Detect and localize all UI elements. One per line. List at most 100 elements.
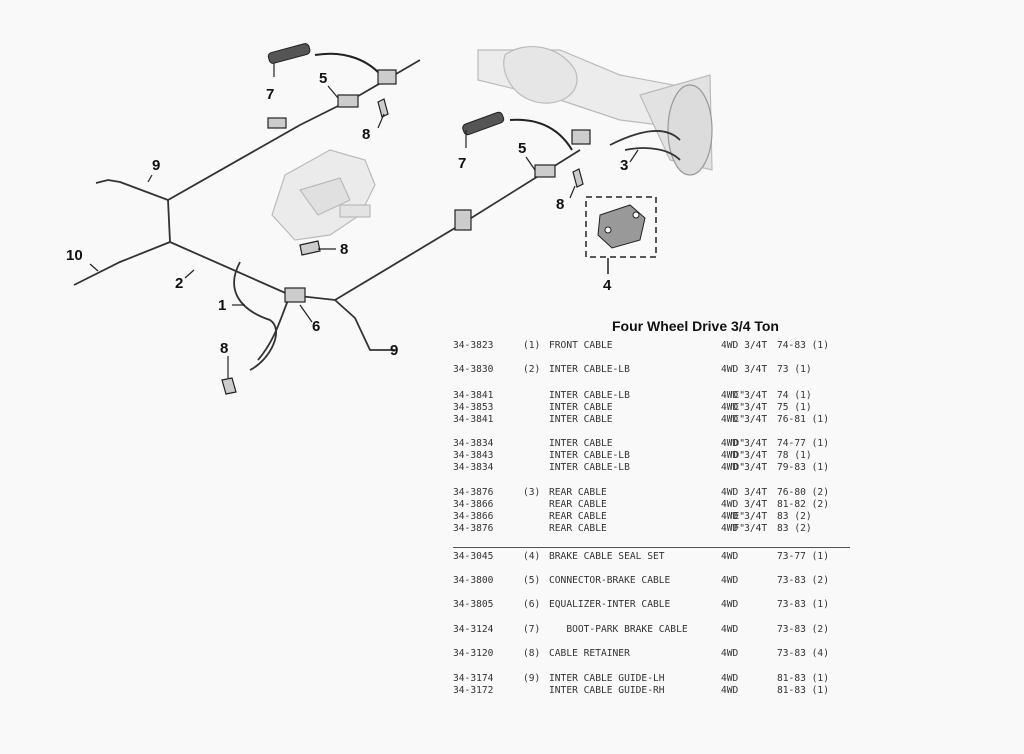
parts-cell-desc: INTER CABLE-LB xyxy=(549,450,630,461)
parts-cell-app: 4WD 3/4T xyxy=(721,499,768,510)
parts-cell-idx: (8) xyxy=(523,648,541,659)
parts-cell-idx: (2) xyxy=(523,364,541,375)
callout-5: 5 xyxy=(319,70,328,87)
cable-lines xyxy=(73,59,681,371)
parts-cell-years: 76-81 (1) xyxy=(777,414,829,425)
parts-cell-part: 34-3866 xyxy=(453,499,494,510)
parts-cell-app: 4WD xyxy=(721,685,739,696)
parts-cell-part: 34-3172 xyxy=(453,685,494,696)
parts-cell-code: "D" xyxy=(727,462,745,473)
parts-cell-idx: (9) xyxy=(523,673,541,684)
parts-cell-app: 4WD 3/4T xyxy=(721,402,768,413)
parts-cell-desc: INTER CABLE xyxy=(549,414,613,425)
callout-8-center: 8 xyxy=(340,241,349,258)
parts-cell-idx: (7) xyxy=(523,624,541,635)
parts-cell-part: 34-3834 xyxy=(453,462,494,473)
parts-cell-app: 4WD 3/4T xyxy=(721,511,768,522)
pedal-bracket xyxy=(271,149,376,241)
parts-cell-part: 34-3805 xyxy=(453,599,494,610)
callout-5-right: 5 xyxy=(518,140,527,157)
callout-1: 1 xyxy=(218,297,227,314)
parts-cell-code: "D" xyxy=(727,438,745,449)
parts-cell-desc: BOOT-PARK BRAKE CABLE xyxy=(549,624,688,635)
parts-cell-app: 4WD xyxy=(721,599,739,610)
parts-cell-part: 34-3834 xyxy=(453,438,494,449)
parts-cell-app: 4WD 3/4T xyxy=(721,487,768,498)
callout-8: 8 xyxy=(362,126,371,143)
parts-cell-years: 73 (1) xyxy=(777,364,812,375)
parts-cell-years: 73-83 (2) xyxy=(777,575,829,586)
parts-cell-years: 76-80 (2) xyxy=(777,487,829,498)
parts-cell-desc: INTER CABLE-LB xyxy=(549,462,630,473)
parts-cell-part: 34-3124 xyxy=(453,624,494,635)
callout-8-lower: 8 xyxy=(220,340,229,357)
parts-cell-years: 78 (1) xyxy=(777,450,812,461)
parts-cell-idx: (4) xyxy=(523,551,541,562)
parts-cell-app: 4WD xyxy=(721,624,739,635)
callout-9-right: 9 xyxy=(390,342,399,359)
parts-cell-desc: INTER CABLE-LB xyxy=(549,364,630,375)
parts-cell-app: 4WD 3/4T xyxy=(721,438,768,449)
parts-cell-desc: REAR CABLE xyxy=(549,511,607,522)
parts-cell-desc: FRONT CABLE xyxy=(549,340,613,351)
parts-cell-years: 74 (1) xyxy=(777,390,812,401)
parts-cell-app: 4WD xyxy=(721,575,739,586)
parts-cell-idx: (6) xyxy=(523,599,541,610)
parts-cell-app: 4WD 3/4T xyxy=(721,450,768,461)
parts-cell-app: 4WD xyxy=(721,648,739,659)
callout-4: 4 xyxy=(603,277,612,294)
parts-cell-app: 4WD 3/4T xyxy=(721,364,768,375)
parts-cell-desc: INTER CABLE GUIDE-RH xyxy=(549,685,665,696)
parts-cell-app: 4WD 3/4T xyxy=(721,414,768,425)
connector-and-retainer-parts xyxy=(221,69,591,395)
parts-cell-code: "C" xyxy=(727,390,745,401)
parts-cell-app: 4WD 3/4T xyxy=(721,390,768,401)
parts-cell-years: 73-83 (4) xyxy=(777,648,829,659)
parts-cell-part: 34-3800 xyxy=(453,575,494,586)
parts-cell-years: 83 (2) xyxy=(777,511,812,522)
brake-cable-seal-set xyxy=(585,196,657,274)
parts-cell-code: "F" xyxy=(727,523,745,534)
parts-cell-years: 74-83 (1) xyxy=(777,340,829,351)
parts-cell-years: 75 (1) xyxy=(777,402,812,413)
table-title: Four Wheel Drive 3/4 Ton xyxy=(612,318,779,334)
callout-7: 7 xyxy=(266,86,275,103)
parts-cell-desc: REAR CABLE xyxy=(549,487,607,498)
parts-cell-desc: INTER CABLE-LB xyxy=(549,390,630,401)
callout-8-right: 8 xyxy=(556,196,565,213)
callout-7-right: 7 xyxy=(458,155,467,172)
parts-cell-years: 81-83 (1) xyxy=(777,673,829,684)
parts-cell-part: 34-3120 xyxy=(453,648,494,659)
parts-cell-app: 4WD 3/4T xyxy=(721,462,768,473)
parts-cell-desc: EQUALIZER-INTER CABLE xyxy=(549,599,671,610)
callout-3: 3 xyxy=(620,157,629,174)
parts-cell-idx: (3) xyxy=(523,487,541,498)
parts-cell-desc: INTER CABLE xyxy=(549,402,613,413)
parts-cell-part: 34-3876 xyxy=(453,487,494,498)
parts-cell-years: 83 (2) xyxy=(777,523,812,534)
parts-cell-years: 79-83 (1) xyxy=(777,462,829,473)
parts-cell-part: 34-3876 xyxy=(453,523,494,534)
parts-cell-years: 81-83 (1) xyxy=(777,685,829,696)
parts-cell-part: 34-3830 xyxy=(453,364,494,375)
parts-cell-app: 4WD 3/4T xyxy=(721,340,768,351)
parts-cell-app: 4WD xyxy=(721,673,739,684)
parts-cell-part: 34-3174 xyxy=(453,673,494,684)
parts-cell-part: 34-3853 xyxy=(453,402,494,413)
table-divider xyxy=(453,547,850,548)
parts-cell-desc: REAR CABLE xyxy=(549,499,607,510)
parts-cell-app: 4WD xyxy=(721,551,739,562)
parts-cell-years: 73-77 (1) xyxy=(777,551,829,562)
parts-cell-years: 73-83 (2) xyxy=(777,624,829,635)
callout-10: 10 xyxy=(66,247,83,264)
parts-cell-years: 73-83 (1) xyxy=(777,599,829,610)
callout-9: 9 xyxy=(152,157,161,174)
callout-2: 2 xyxy=(175,275,184,292)
parts-cell-desc: CONNECTOR-BRAKE CABLE xyxy=(549,575,671,586)
parts-cell-part: 34-3823 xyxy=(453,340,494,351)
parts-cell-idx: (1) xyxy=(523,340,541,351)
parts-cell-app: 4WD 3/4T xyxy=(721,523,768,534)
parts-cell-part: 34-3841 xyxy=(453,414,494,425)
